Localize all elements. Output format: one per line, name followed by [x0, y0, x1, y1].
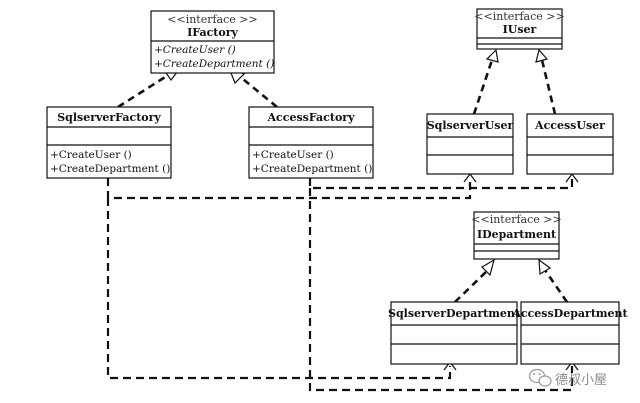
sqlserveruser-name: SqlserverUser — [427, 119, 514, 132]
accessfactory-op-createuser: +CreateUser () — [252, 149, 334, 161]
realization-accessdepartment-idepartment — [543, 269, 569, 303]
wechat-icon — [528, 368, 552, 387]
accessfactory-name: AccessFactory — [267, 111, 356, 124]
sqlserverdepartment-name: SqlserverDepartment — [388, 307, 521, 320]
realization-accessuser-iuser — [540, 59, 557, 115]
realization-arrowhead-sqlserverdepartment — [481, 258, 495, 277]
realization-arrowhead-sqlserveruser — [485, 48, 499, 63]
class-idepartment: <<interface >> IDepartment — [471, 211, 562, 260]
class-iuser: <<interface >> IUser — [474, 8, 565, 50]
class-accessdepartment: AccessDepartment — [511, 301, 629, 365]
idepartment-stereotype: <<interface >> — [471, 213, 561, 226]
ifactory-stereotype: <<interface >> — [167, 13, 257, 26]
class-accessfactory: AccessFactory +CreateUser () +CreateDepa… — [248, 106, 374, 179]
ifactory-op-createuser: +CreateUser () — [154, 44, 236, 56]
accessdepartment-name: AccessDepartment — [511, 307, 628, 320]
sqlserverfactory-op-createuser: +CreateUser () — [50, 149, 132, 161]
idepartment-name: IDepartment — [477, 228, 557, 241]
dependency-sqlserverfactory-sqlserveruser — [106, 178, 472, 200]
dependency-sqlserverfactory-sqlserverdepartment — [106, 198, 452, 380]
sqlserverfactory-name: SqlserverFactory — [57, 111, 161, 124]
realization-sqlserverfactory-ifactory — [117, 72, 171, 109]
realization-sqlserveruser-iuser — [472, 59, 494, 115]
class-ifactory: <<interface >> IFactory +CreateUser () +… — [150, 10, 275, 74]
class-sqlserverfactory: SqlserverFactory +CreateUser () +CreateD… — [46, 106, 172, 179]
accessuser-name: AccessUser — [534, 119, 605, 132]
dependency-accessfactory-accessuser — [308, 178, 574, 190]
realization-arrowhead-accessuser — [535, 48, 549, 63]
iuser-stereotype: <<interface >> — [474, 10, 564, 23]
accessfactory-op-createdepartment: +CreateDepartment () — [252, 163, 372, 175]
class-sqlserveruser: SqlserverUser — [426, 113, 514, 175]
watermark: 德叔小屋 — [528, 368, 607, 388]
ifactory-op-createdepartment: +CreateDepartment () — [154, 58, 274, 70]
ifactory-name: IFactory — [187, 26, 238, 39]
realization-arrowhead-accessdepartment — [538, 258, 552, 276]
class-sqlserverdepartment: SqlserverDepartment — [388, 301, 521, 365]
sqlserverfactory-op-createdepartment: +CreateDepartment () — [50, 163, 170, 175]
watermark-text: 德叔小屋 — [555, 373, 607, 388]
iuser-name: IUser — [503, 23, 537, 36]
dependency-arrowhead-sqlserveruser — [463, 173, 477, 183]
realization-accessfactory-ifactory — [237, 73, 278, 109]
realization-sqlserverdepartment-idepartment — [454, 269, 489, 303]
class-accessuser: AccessUser — [526, 113, 614, 175]
dependency-accessfactory-accessdepartment — [308, 188, 574, 392]
